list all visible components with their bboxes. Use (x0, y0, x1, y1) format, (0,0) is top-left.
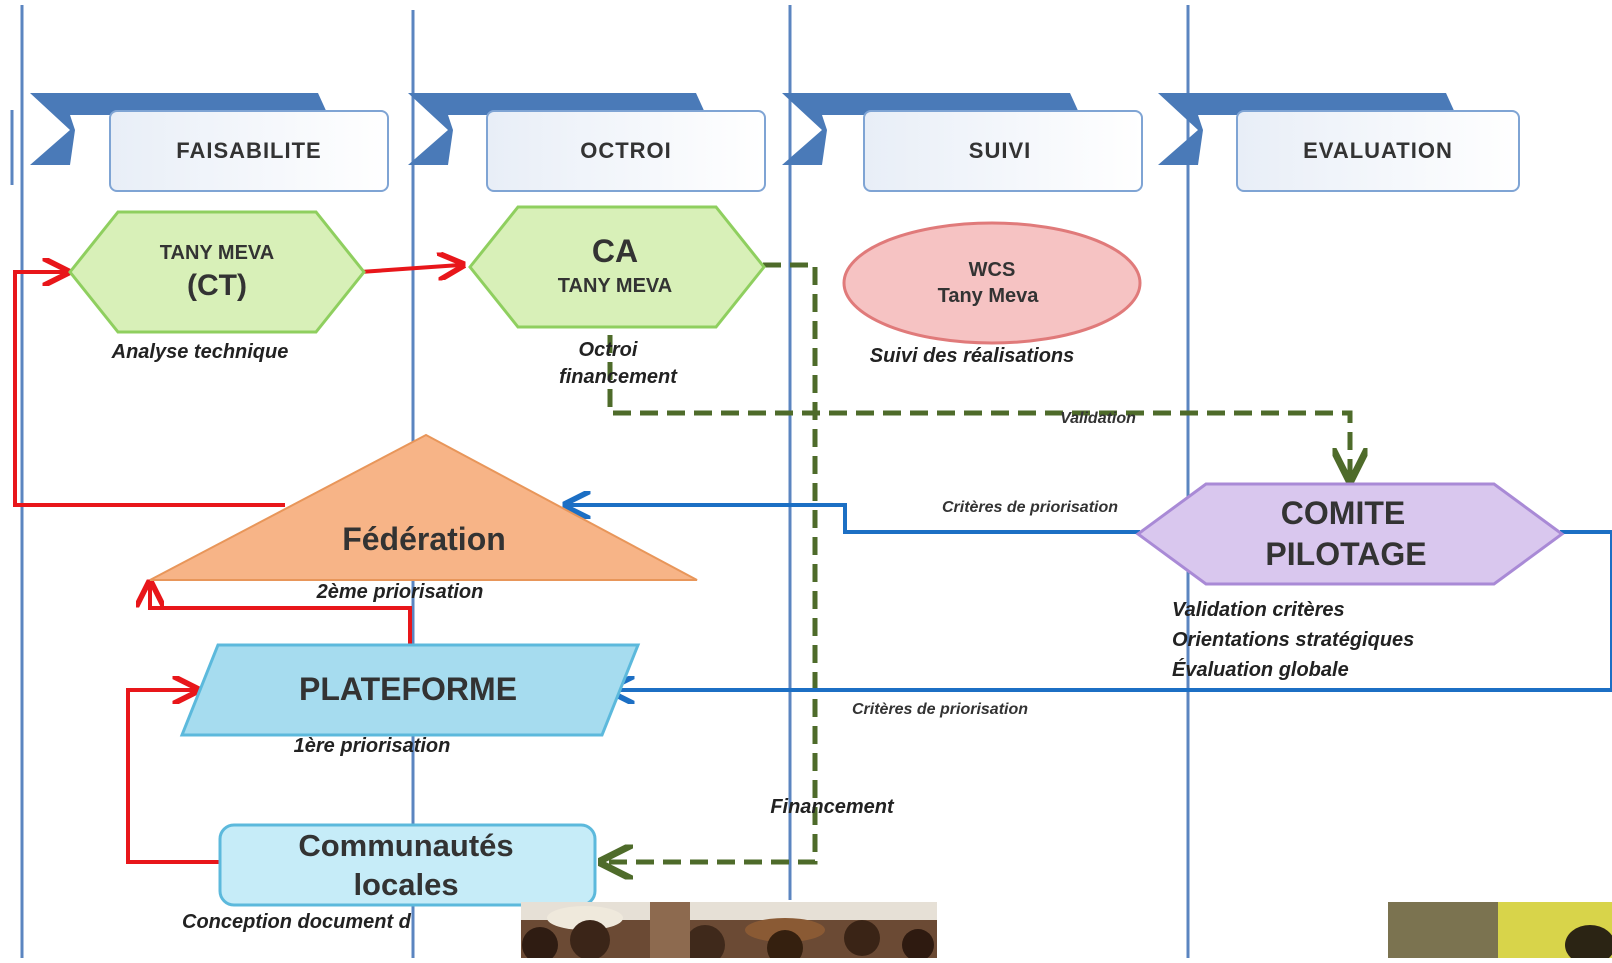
plateforme-caption: 1ère priorisation (294, 735, 451, 757)
wcs-line2: Tany Meva (938, 285, 1040, 307)
comite-to-plateforme-arrow (612, 530, 1612, 690)
ct-to-ca-arrow (359, 265, 460, 272)
ct-caption: Analyse technique (111, 341, 289, 363)
node-communautes[interactable]: Communautés locales (218, 823, 597, 907)
lane-label-faisabilite: FAISABILITE (176, 138, 321, 163)
validation-connector (607, 335, 1350, 476)
ct-line2: (CT) (187, 269, 247, 302)
lane-header-octroi[interactable]: OCTROI (408, 93, 766, 192)
communautes-line2: locales (353, 867, 458, 902)
people-photo (521, 902, 937, 963)
wcs-caption: Suivi des réalisations (870, 345, 1075, 367)
ca-caption2: financement (559, 366, 678, 388)
communautes-to-plateforme-arrow (126, 690, 220, 864)
ca-line1: CA (592, 233, 638, 269)
node-wcs[interactable]: WCS Tany Meva (842, 221, 1142, 345)
comite-to-federation-arrow (568, 505, 1140, 534)
plateforme-to-federation-arrow (150, 585, 412, 645)
wcs-line1: WCS (969, 259, 1016, 281)
financement-label: Financement (770, 796, 895, 818)
comite-caption3: Évaluation globale (1172, 658, 1349, 681)
lane-label-suivi: SUIVI (969, 138, 1031, 163)
red-connectors (13, 265, 460, 864)
ct-line1: TANY MEVA (160, 242, 274, 264)
lane-label-octroi: OCTROI (580, 138, 672, 163)
ca-line2: TANY MEVA (558, 275, 672, 297)
lane-label-evaluation: EVALUATION (1303, 138, 1453, 163)
green-dashed-connectors (605, 262, 1350, 862)
lane-header-suivi[interactable]: SUIVI (782, 93, 1143, 192)
criteres-top-label: Critères de priorisation (942, 499, 1118, 516)
node-ca[interactable]: CA TANY MEVA (468, 205, 766, 329)
comite-caption2: Orientations stratégiques (1172, 629, 1414, 651)
communautes-line1: Communautés (298, 828, 513, 863)
federation-caption: 2ème priorisation (316, 581, 484, 603)
node-federation[interactable]: Fédération (149, 433, 698, 581)
ca-caption1: Octroi (579, 339, 638, 361)
node-ct[interactable]: TANY MEVA (CT) (68, 210, 366, 334)
communautes-caption: Conception document d (182, 911, 412, 933)
blue-connectors (568, 505, 1612, 690)
plateforme-label: PLATEFORME (299, 671, 517, 707)
validation-label: Validation (1060, 410, 1136, 427)
lane-header-evaluation[interactable]: EVALUATION (1158, 93, 1520, 192)
node-comite[interactable]: COMITE PILOTAGE (1135, 482, 1565, 586)
node-plateforme[interactable]: PLATEFORME (179, 643, 641, 737)
criteres-bottom-label: Critères de priorisation (852, 701, 1028, 718)
federation-label: Fédération (342, 521, 506, 557)
comite-caption1: Validation critères (1172, 599, 1345, 621)
comite-line1: COMITE (1281, 495, 1405, 531)
federation-to-ct-arrow (13, 272, 285, 507)
comite-line2: PILOTAGE (1265, 536, 1426, 572)
lane-header-faisabilite[interactable]: FAISABILITE (30, 93, 389, 192)
tree-photo (1388, 902, 1612, 963)
